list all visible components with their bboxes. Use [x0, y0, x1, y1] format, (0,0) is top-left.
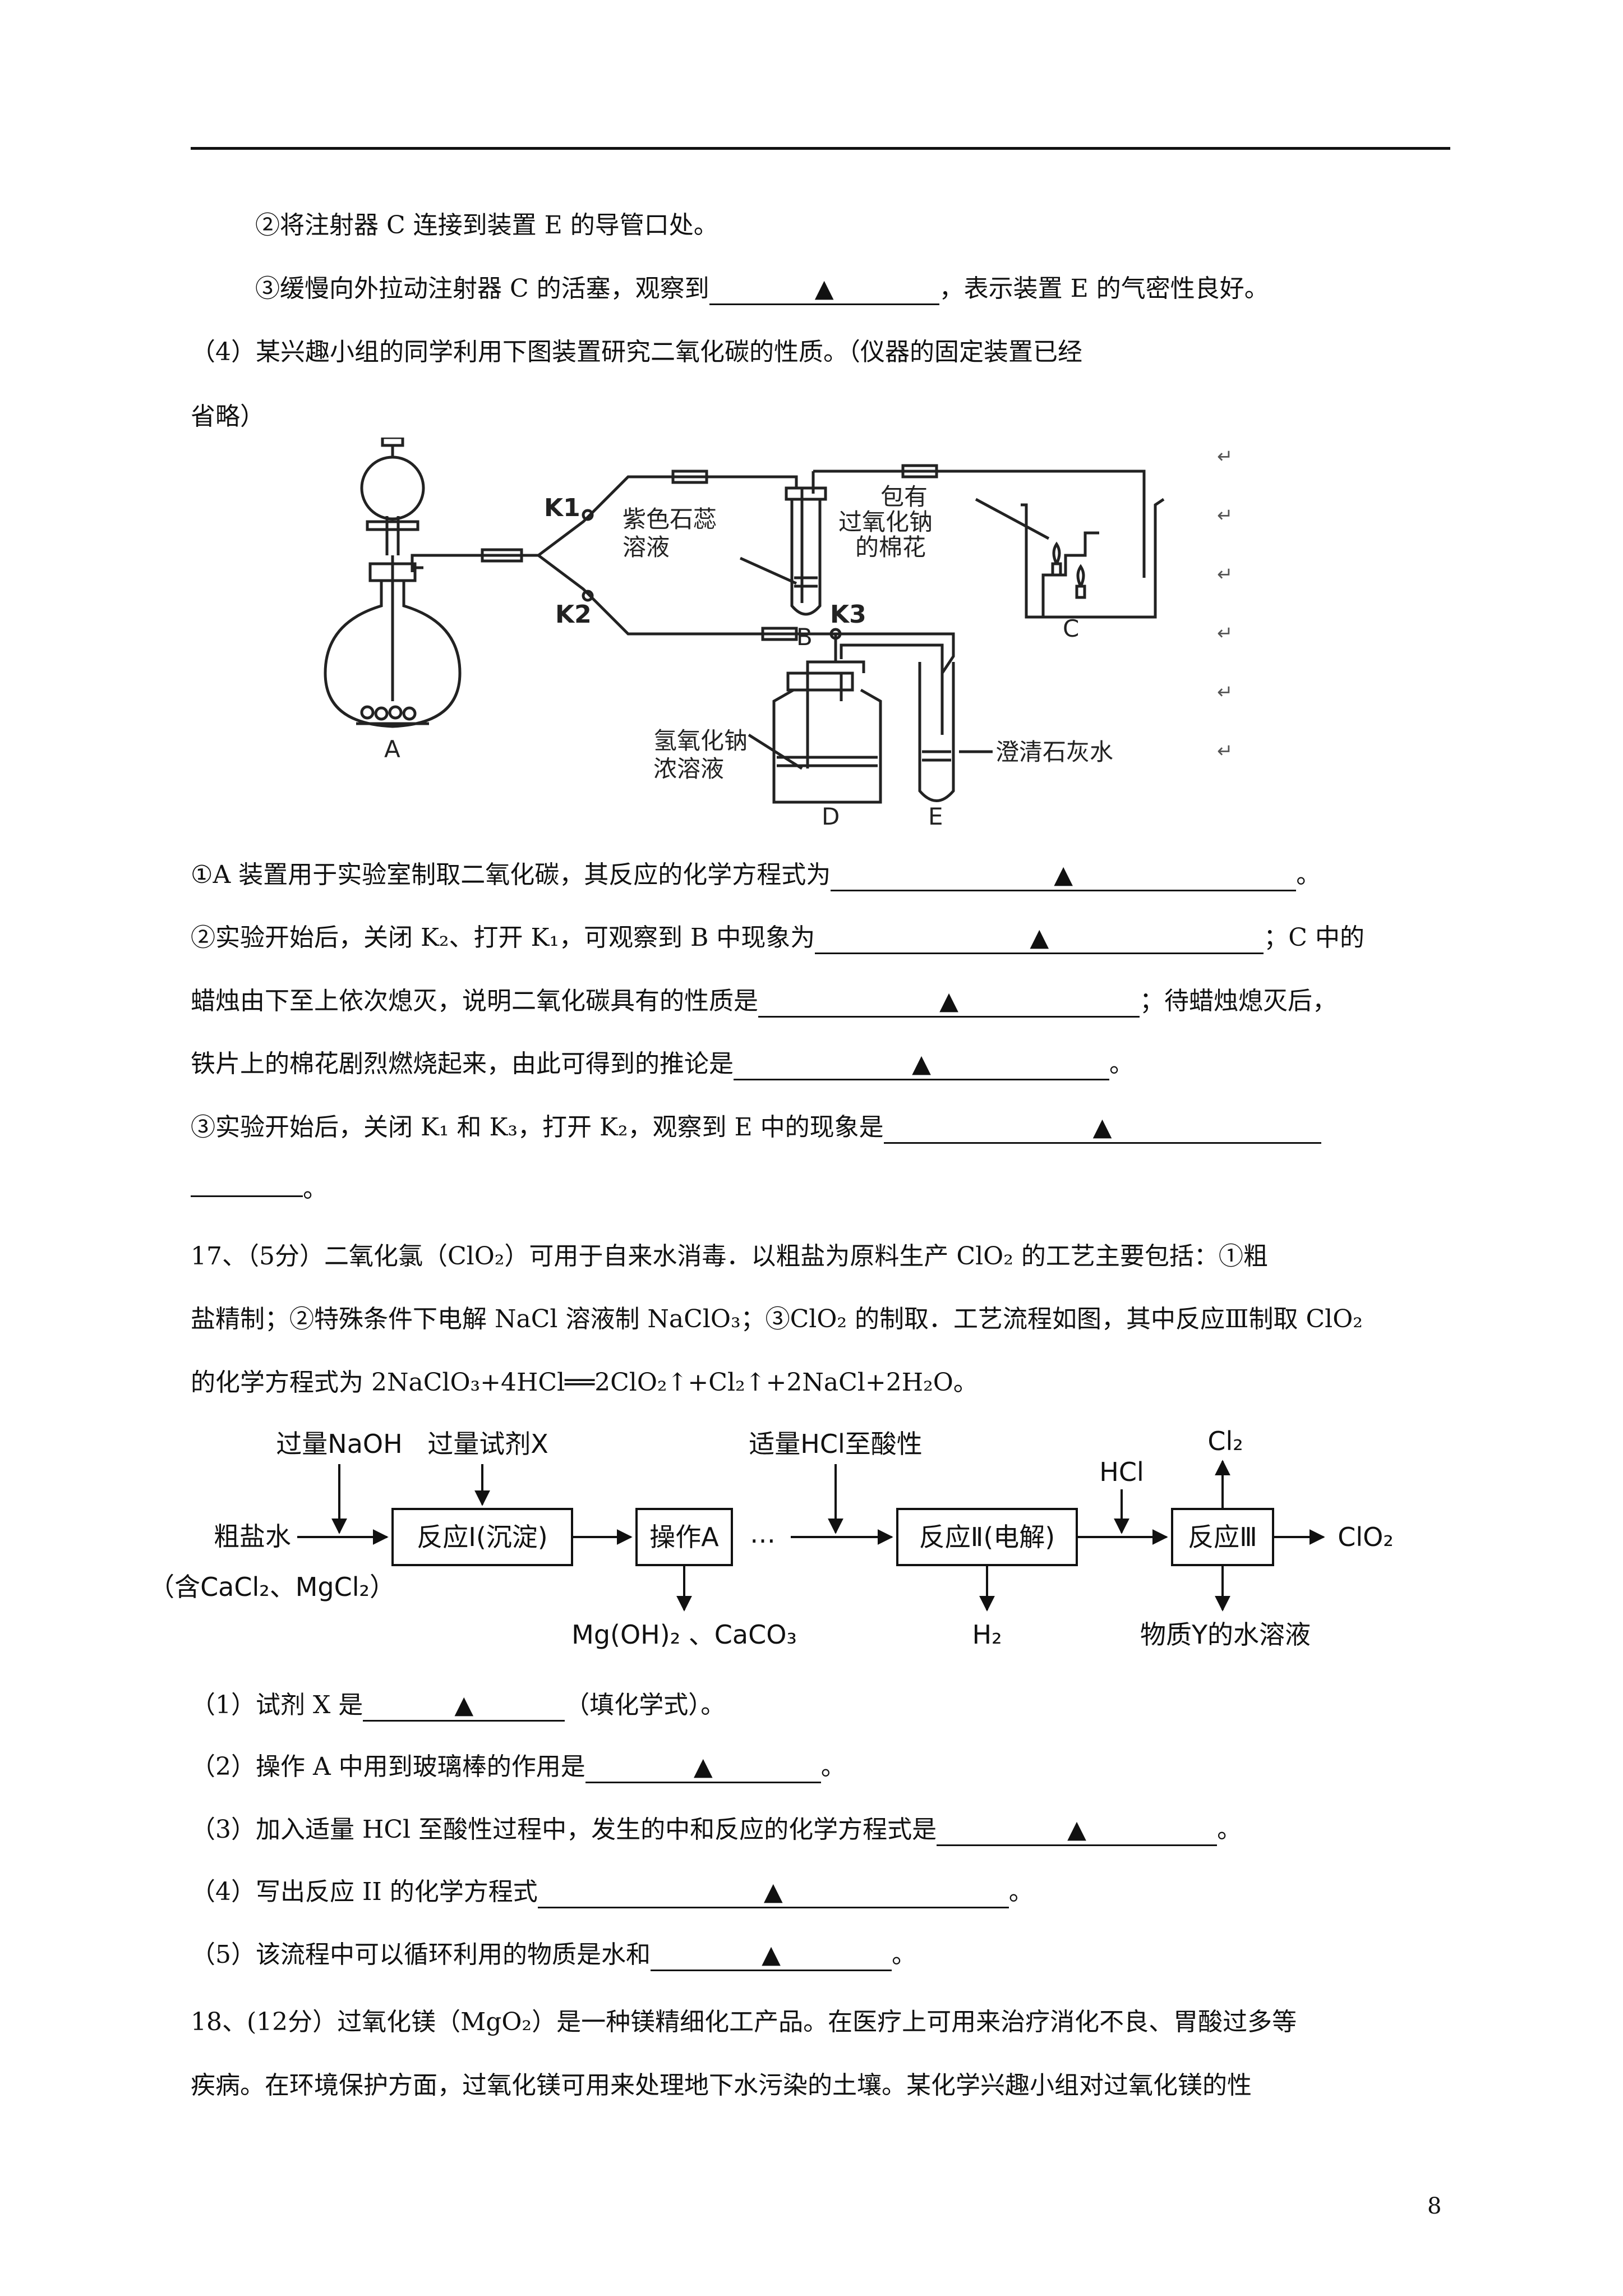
litmus-label-2: 溶液 — [623, 533, 670, 561]
label-c: C — [1063, 615, 1079, 642]
question-17-line: 的化学方程式为 2NaClO₃+4HCl══2ClO₂↑+Cl₂↑+2NaCl+… — [191, 1368, 978, 1397]
label-e: E — [928, 803, 943, 830]
text-line: （4）写出反应 II 的化学方程式▲。 — [191, 1875, 1034, 1909]
label-a: A — [384, 735, 400, 763]
label-d: D — [822, 803, 840, 830]
naoh-label-2: 浓溶液 — [653, 755, 724, 783]
flow-brine-contents: （含CaCl₂、MgCl₂） — [149, 1572, 395, 1602]
answer-blank[interactable]: ▲ — [585, 1752, 821, 1783]
flow-output-y: 物质Y的水溶液 — [1140, 1619, 1311, 1650]
answer-blank[interactable]: ▲ — [883, 1113, 1321, 1144]
answer-blank-continued[interactable] — [191, 1195, 303, 1197]
page-number: 8 — [1427, 2193, 1442, 2219]
text-line: （5）该流程中可以循环利用的物质是水和▲。 — [191, 1938, 916, 1972]
return-mark: ↵ — [1217, 622, 1233, 645]
text-line: ②将注射器 C 连接到装置 E 的导管口处。 — [255, 211, 718, 240]
flow-input-hcl-acid: 适量HCl至酸性 — [749, 1429, 923, 1459]
return-mark: ↵ — [1217, 740, 1233, 762]
question-17-line: 17、（5分）二氧化氯（ClO₂）可用于自来水消毒．以粗盐为原料生产 ClO₂ … — [191, 1242, 1268, 1271]
text-line: 铁片上的棉花剧烈燃烧起来，由此可得到的推论是▲。 — [191, 1047, 1134, 1081]
flow-brine: 粗盐水 — [214, 1521, 291, 1552]
flow-precipitate: Mg(OH)₂ 、CaCO₃ — [571, 1619, 797, 1650]
text-line: ③实验开始后，关闭 K₁ 和 K₃，打开 K₂，观察到 E 中的现象是▲ — [191, 1111, 1321, 1144]
text-line: （1）试剂 X 是▲（填化学式）。 — [191, 1688, 725, 1722]
flow-reaction-1: 反应Ⅰ(沉淀) — [417, 1522, 547, 1552]
question-17-line: 盐精制；②特殊条件下电解 NaCl 溶液制 NaClO₃；③ClO₂ 的制取．工… — [191, 1305, 1363, 1333]
clo2-process-flowchart: 过量NaOH 过量试剂X 适量HCl至酸性 HCl Cl₂ 粗盐水 （含CaCl… — [149, 1426, 1394, 1650]
flow-operation-a: 操作A — [649, 1522, 719, 1552]
answer-blank[interactable]: ▲ — [937, 1815, 1218, 1846]
flow-input-naoh: 过量NaOH — [276, 1429, 402, 1459]
co2-apparatus-diagram: K1 K2 K3 A B C D E 紫色石蕊 溶液 包有 过氧化钠 的棉花 氢… — [324, 438, 1233, 830]
cotton-label-2: 过氧化钠 — [838, 508, 933, 536]
cotton-label-3: 的棉花 — [855, 533, 926, 561]
flow-reaction-3: 反应Ⅲ — [1188, 1522, 1257, 1552]
limewater-label: 澄清石灰水 — [995, 738, 1113, 766]
answer-blank[interactable]: ▲ — [831, 861, 1297, 891]
cotton-label: 包有 — [880, 483, 928, 510]
flow-ellipsis: … — [750, 1519, 776, 1549]
answer-blank[interactable]: ▲ — [734, 1050, 1109, 1080]
valve-k3-label: K3 — [830, 600, 866, 629]
answer-blank[interactable]: ▲ — [651, 1940, 892, 1971]
flow-output-clo2: ClO₂ — [1338, 1522, 1394, 1552]
question-18-line: 18、(12分）过氧化镁（MgO₂）是一种镁精细化工产品。在医疗上可用来治疗消化… — [191, 2008, 1297, 2036]
valve-k2-label: K2 — [555, 600, 592, 629]
text-line: ①A 装置用于实验室制取二氧化碳，其反应的化学方程式为▲。 — [191, 858, 1321, 892]
answer-blank[interactable]: ▲ — [709, 274, 939, 305]
answer-blank[interactable]: ▲ — [363, 1691, 565, 1722]
return-mark: ↵ — [1217, 445, 1233, 468]
text-line: ②实验开始后，关闭 K₂、打开 K₁，可观察到 B 中现象为▲；C 中的 — [191, 921, 1364, 955]
valve-k1-label: K1 — [544, 494, 580, 522]
flow-input-reagent-x: 过量试剂X — [427, 1429, 548, 1459]
flow-output-h2: H₂ — [972, 1619, 1002, 1650]
flow-input-hcl: HCl — [1099, 1457, 1144, 1487]
text-line: （4）某兴趣小组的同学利用下图装置研究二氧化碳的性质。（仪器的固定装置已经 — [191, 338, 1082, 366]
question-18-line: 疾病。在环境保护方面，过氧化镁可用来处理地下水污染的土壤。某化学兴趣小组对过氧化… — [191, 2071, 1252, 2100]
text-line: 。 — [191, 1172, 328, 1206]
text-line: 省略） — [191, 402, 265, 431]
text-line: 蜡烛由下至上依次熄灭，说明二氧化碳具有的性质是▲；待蜡烛熄灭后， — [191, 984, 1337, 1018]
text-line: （3）加入适量 HCl 至酸性过程中，发生的中和反应的化学方程式是▲。 — [191, 1813, 1242, 1847]
flow-output-cl2: Cl₂ — [1207, 1426, 1243, 1456]
return-mark: ↵ — [1217, 504, 1233, 527]
text-line: （2）操作 A 中用到玻璃棒的作用是▲。 — [191, 1750, 846, 1784]
text-line: ③缓慢向外拉动注射器 C 的活塞，观察到▲，表示装置 E 的气密性良好。 — [255, 272, 1269, 306]
answer-blank[interactable]: ▲ — [758, 987, 1140, 1018]
answer-blank[interactable]: ▲ — [537, 1878, 1009, 1908]
answer-blank[interactable]: ▲ — [815, 923, 1264, 954]
header-rule — [191, 147, 1450, 150]
naoh-label: 氢氧化钠 — [653, 727, 748, 754]
flow-reaction-2: 反应Ⅱ(电解) — [919, 1522, 1055, 1552]
label-b: B — [796, 623, 813, 651]
litmus-label: 紫色石蕊 — [623, 505, 717, 533]
return-mark: ↵ — [1217, 563, 1233, 586]
return-mark: ↵ — [1217, 681, 1233, 703]
